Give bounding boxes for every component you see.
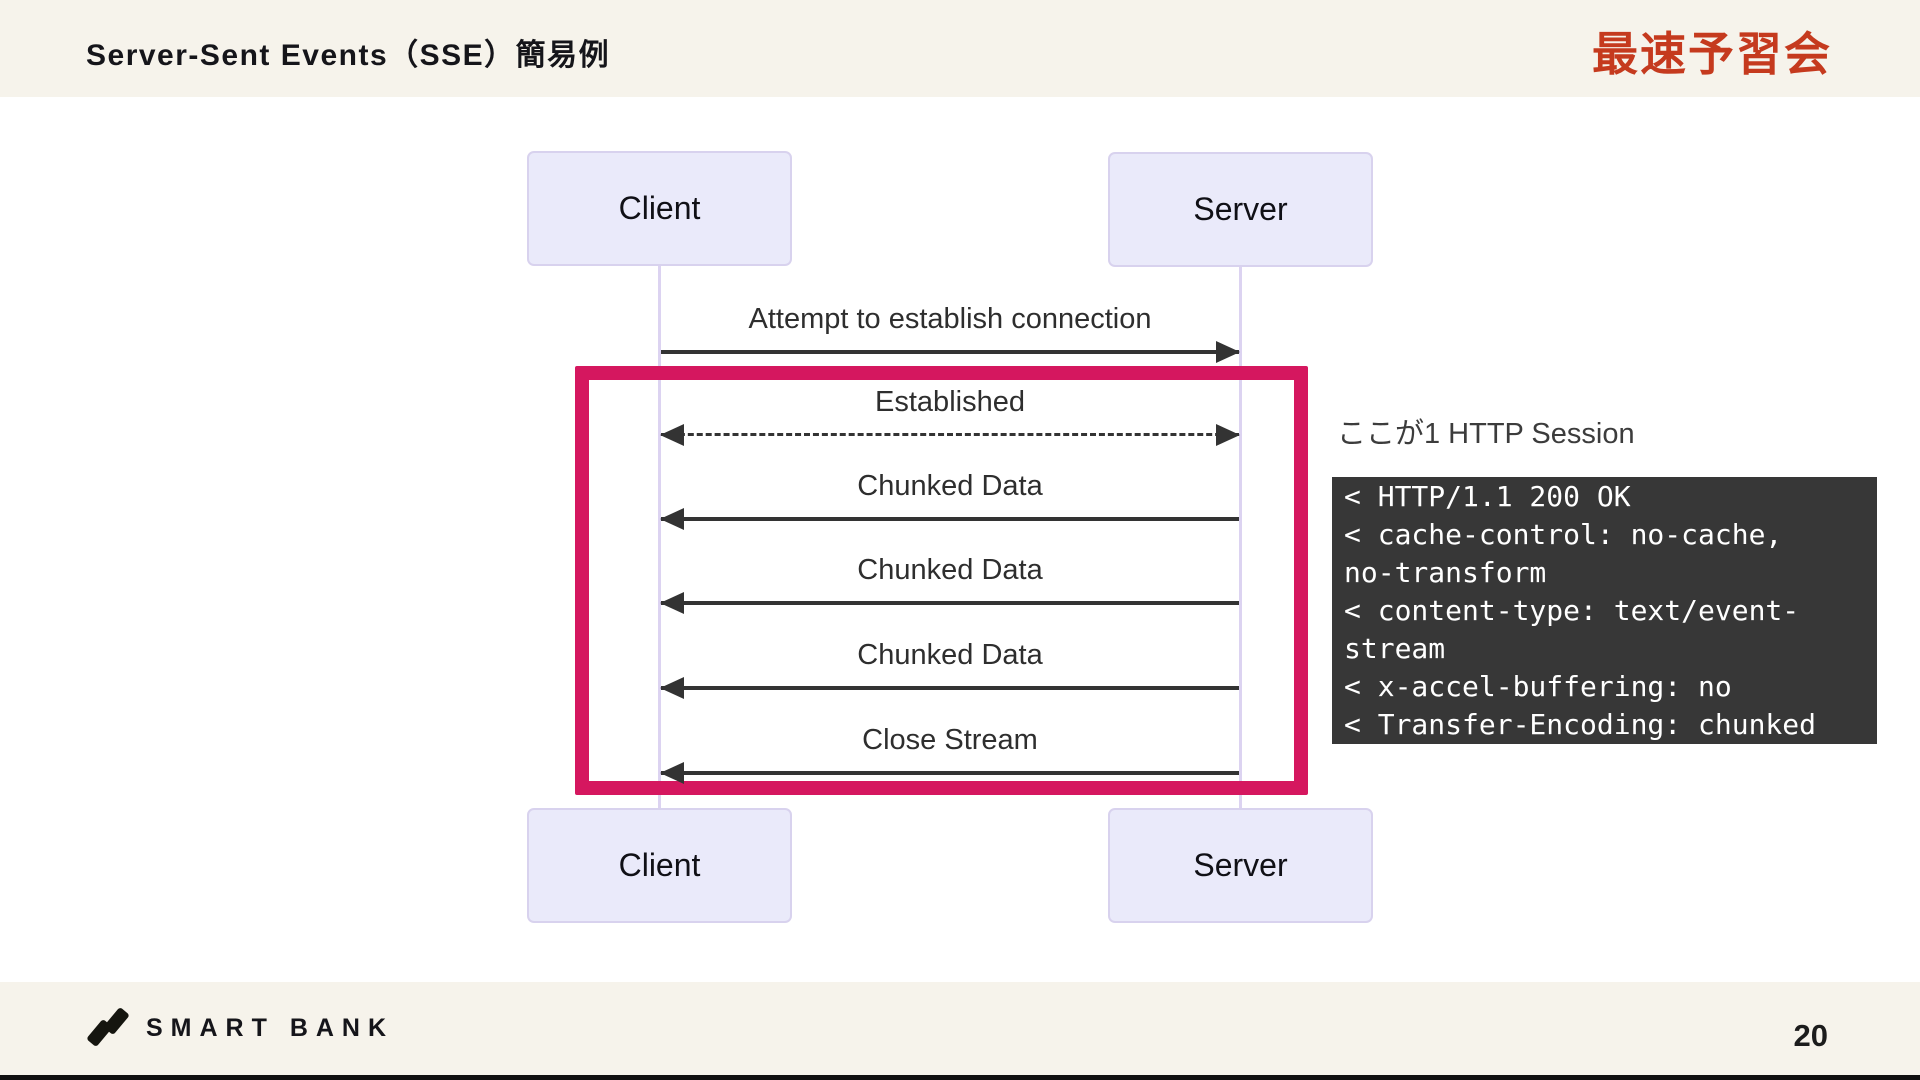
http-session-annotation: ここが1 HTTP Session bbox=[1337, 418, 1635, 450]
message-arrow bbox=[660, 762, 1239, 784]
message-close-stream: Close Stream bbox=[660, 723, 1239, 784]
actor-box-server-top: Server bbox=[1108, 152, 1373, 267]
message-label: Established bbox=[875, 386, 1025, 418]
footer-bar bbox=[0, 982, 1920, 1080]
code-line: < x-accel-buffering: no bbox=[1344, 670, 1732, 703]
screen-bottom-edge bbox=[0, 1075, 1920, 1080]
http-session-highlight-box bbox=[575, 366, 1308, 795]
actor-label: Server bbox=[1193, 191, 1288, 227]
code-line: no-transform bbox=[1344, 556, 1547, 589]
actor-label: Client bbox=[618, 190, 701, 226]
smartbank-logo: SMART BANK bbox=[86, 1006, 395, 1050]
arrowhead-right-icon bbox=[1216, 341, 1240, 363]
message-attempt-connection: Attempt to establish connection bbox=[661, 302, 1240, 363]
message-established: Established bbox=[660, 385, 1240, 446]
actor-label: Client bbox=[618, 847, 701, 883]
message-label: Close Stream bbox=[862, 724, 1038, 756]
actor-box-server-bottom: Server bbox=[1108, 808, 1373, 923]
arrowhead-left-icon bbox=[660, 423, 684, 446]
actor-label: Server bbox=[1193, 847, 1288, 883]
server-lifeline bbox=[1239, 266, 1242, 808]
message-chunked-data-1: Chunked Data bbox=[660, 469, 1239, 530]
message-arrow bbox=[660, 423, 1240, 446]
message-label: Chunked Data bbox=[857, 554, 1043, 586]
code-line: < HTTP/1.1 200 OK bbox=[1344, 480, 1631, 513]
code-line: < cache-control: no-cache, bbox=[1344, 518, 1783, 551]
smartbank-logo-icon bbox=[86, 1006, 132, 1050]
header-bar bbox=[0, 0, 1920, 97]
code-line: < Transfer-Encoding: chunked bbox=[1344, 708, 1817, 741]
message-arrow bbox=[660, 508, 1239, 530]
message-chunked-data-3: Chunked Data bbox=[660, 638, 1239, 699]
message-arrow bbox=[660, 592, 1239, 614]
arrowhead-left-icon bbox=[660, 677, 684, 699]
smartbank-logo-text: SMART BANK bbox=[146, 1013, 395, 1042]
http-response-code-block: < HTTP/1.1 200 OK < cache-control: no-ca… bbox=[1332, 477, 1877, 744]
arrowhead-left-icon bbox=[660, 762, 684, 784]
arrowhead-right-icon bbox=[1216, 423, 1240, 446]
page-title: Server-Sent Events（SSE）簡易例 bbox=[86, 39, 611, 72]
code-line: stream bbox=[1344, 632, 1446, 665]
message-arrow bbox=[660, 677, 1239, 699]
brand-logo-text: 最速予習会 bbox=[1592, 28, 1832, 80]
arrowhead-left-icon bbox=[660, 508, 684, 530]
logo-bar bbox=[103, 1006, 130, 1036]
code-line: < content-type: text/event- bbox=[1344, 594, 1800, 627]
message-arrow bbox=[661, 341, 1240, 363]
actor-box-client-top: Client bbox=[527, 151, 792, 266]
page-number: 20 bbox=[1793, 1018, 1828, 1053]
message-label: Chunked Data bbox=[857, 470, 1043, 502]
message-label: Chunked Data bbox=[857, 639, 1043, 671]
client-lifeline bbox=[658, 266, 661, 808]
message-label: Attempt to establish connection bbox=[748, 303, 1152, 335]
arrowhead-left-icon bbox=[660, 592, 684, 614]
message-chunked-data-2: Chunked Data bbox=[660, 553, 1239, 614]
actor-box-client-bottom: Client bbox=[527, 808, 792, 923]
